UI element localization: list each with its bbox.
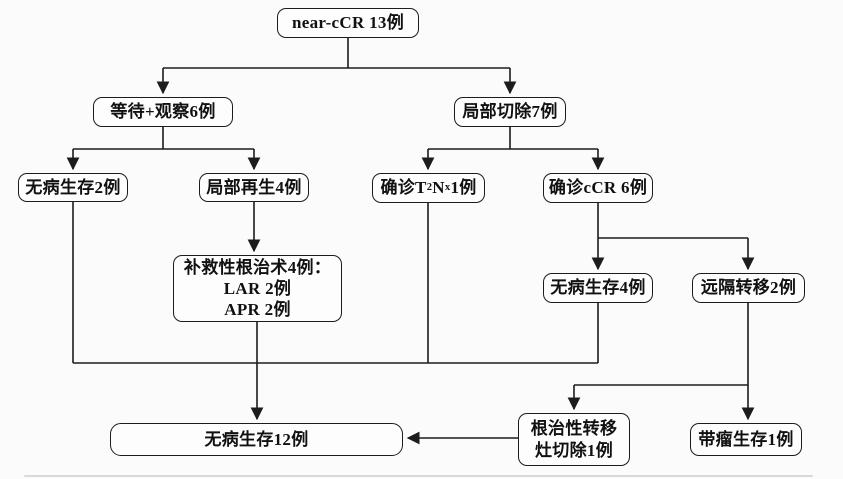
node-distant-metastasis: 远隔转移2例 (692, 273, 805, 303)
scan-artifact-line (24, 475, 813, 477)
node-local-excision: 局部切除7例 (454, 97, 566, 127)
t2nx-suffix: 1例 (450, 178, 477, 198)
resection-line-1: 根治性转移 (530, 419, 618, 439)
node-disease-free-survival-4: 无病生存4例 (543, 273, 653, 303)
t2nx-prefix: 确诊T (380, 178, 427, 198)
node-wait-observe: 等待+观察6例 (93, 97, 233, 127)
node-disease-free-survival-12: 无病生存12例 (110, 423, 403, 456)
node-near-ccr: near-cCR 13例 (277, 8, 419, 38)
node-confirmed-ccr: 确诊cCR 6例 (543, 173, 653, 203)
node-disease-free-survival-2: 无病生存2例 (18, 173, 128, 202)
salvage-line-3: APR 2例 (224, 300, 291, 319)
salvage-line-2: LAR 2例 (223, 279, 292, 298)
salvage-line-1: 补救性根治术4例： (183, 258, 332, 277)
t2nx-mid: N (432, 178, 445, 198)
node-salvage-radical-surgery: 补救性根治术4例： LAR 2例 APR 2例 (173, 255, 342, 322)
resection-line-2: 灶切除1例 (535, 440, 613, 460)
node-radical-metastasis-resection: 根治性转移 灶切除1例 (518, 413, 630, 466)
node-local-regrowth: 局部再生4例 (199, 173, 309, 202)
node-tumor-bearing-survival: 带瘤生存1例 (690, 423, 802, 456)
